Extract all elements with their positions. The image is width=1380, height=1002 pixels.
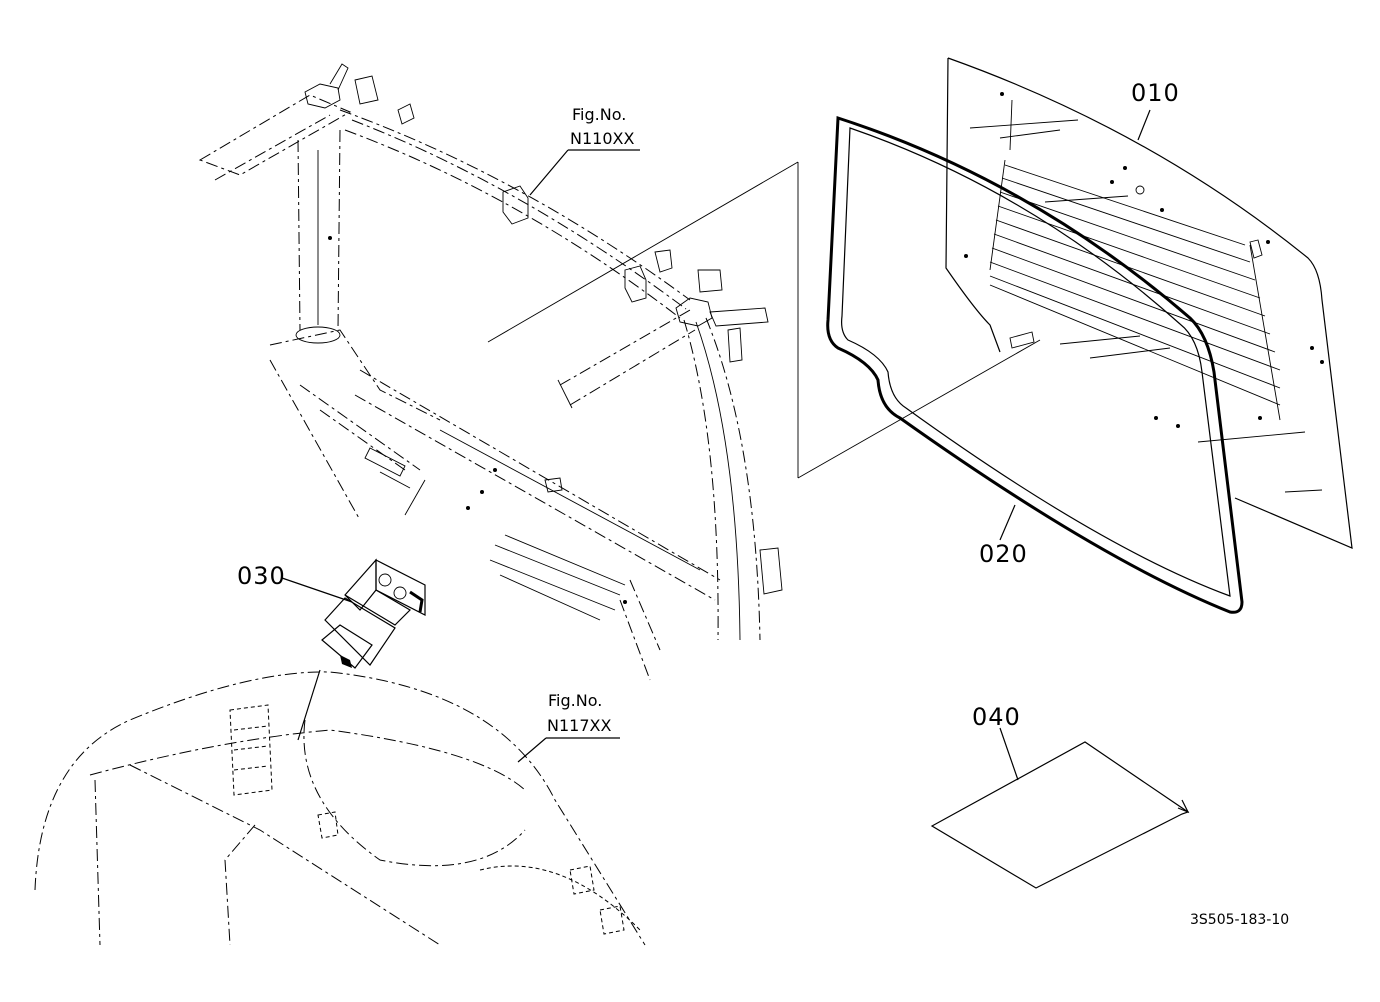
label-part-020: 020: [979, 540, 1028, 568]
part-010-rear-glass: [945, 57, 1353, 549]
projection-lines: [487, 161, 1041, 479]
label-part-010: 010: [1131, 79, 1180, 107]
defroster-lines: [989, 159, 1281, 421]
part-030-switch: [297, 558, 426, 741]
leader-lines: [281, 109, 1151, 781]
fig-ref-2-number: N117XX: [547, 716, 611, 735]
label-part-030: 030: [237, 562, 286, 590]
fig-ref-1-title: Fig.No.: [572, 105, 626, 124]
part-040-sheet: [930, 741, 1190, 889]
fig-ref-2-title: Fig.No.: [548, 691, 602, 710]
part-020-seal: [826, 115, 1244, 614]
fig-ref-1-number: N110XX: [570, 129, 634, 148]
drawing-code: 3S505-183-10: [1190, 912, 1289, 928]
rear-cover: [34, 671, 646, 946]
cab-frame: [198, 63, 783, 681]
label-part-040: 040: [972, 703, 1021, 731]
